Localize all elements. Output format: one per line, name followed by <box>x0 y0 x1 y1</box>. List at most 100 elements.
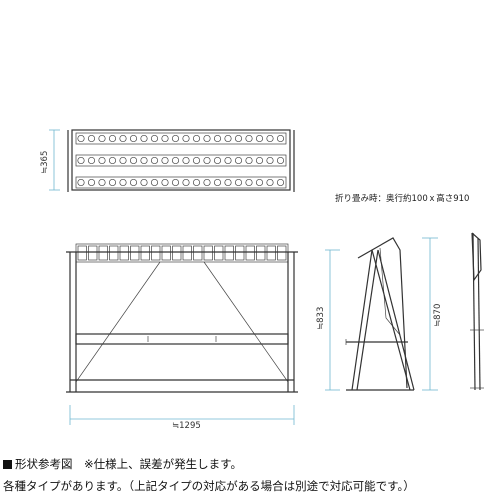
front-slot <box>277 245 287 261</box>
umbrella-slot <box>161 134 169 143</box>
front-slot <box>140 245 150 261</box>
umbrella-slot <box>87 178 96 187</box>
front-slot <box>214 245 224 261</box>
umbrella-slot <box>276 134 285 143</box>
umbrella-slot <box>224 134 232 143</box>
folding-note: 折り畳み時：奥行約100ｘ高さ910 <box>335 194 470 204</box>
umbrella-slot <box>255 178 264 187</box>
front-slot <box>256 245 266 261</box>
umbrella-cells <box>77 134 285 187</box>
umbrella-slot <box>98 178 106 187</box>
umbrella-slot <box>224 156 232 165</box>
umbrella-slot <box>182 178 190 187</box>
side-height-label: ≒833 <box>316 307 326 330</box>
front-umbrella-cells <box>77 245 287 261</box>
umbrella-slot <box>266 134 274 143</box>
umbrella-slot <box>192 134 201 143</box>
umbrella-slot <box>203 156 211 165</box>
side-view <box>345 237 415 391</box>
umbrella-slot <box>213 156 222 165</box>
front-slot <box>130 245 140 261</box>
front-slot <box>193 245 203 261</box>
depth-label: ≒365 <box>40 151 50 174</box>
umbrella-slot <box>77 156 85 165</box>
front-slot <box>88 245 98 261</box>
caption-line-1: 形状参考図 ※仕様上、誤差が発生します。 <box>3 456 242 472</box>
front-slot <box>161 245 171 261</box>
caption-line-2: 各種タイプがあります。（上記タイプの対応がある場合は別途で対応可能です。） <box>3 479 415 493</box>
front-view <box>66 243 298 393</box>
side-height-dimension: ≒833 <box>316 249 340 391</box>
umbrella-slot <box>245 156 253 165</box>
top-view <box>67 129 295 192</box>
umbrella-slot <box>119 134 127 143</box>
umbrella-slot <box>129 134 138 143</box>
umbrella-slot <box>161 178 169 187</box>
umbrella-slot <box>98 134 106 143</box>
umbrella-slot <box>234 134 243 143</box>
umbrella-slot <box>171 156 180 165</box>
square-bullet-icon <box>3 460 12 469</box>
umbrella-slot <box>245 134 253 143</box>
umbrella-slot <box>108 156 117 165</box>
umbrella-slot <box>150 156 159 165</box>
umbrella-slot <box>203 134 211 143</box>
umbrella-slot <box>203 178 211 187</box>
umbrella-slot <box>266 178 274 187</box>
width-label: ≒1295 <box>172 421 201 431</box>
umbrella-slot <box>161 156 169 165</box>
front-slot <box>172 245 182 261</box>
umbrella-slot <box>171 178 180 187</box>
umbrella-slot <box>108 134 117 143</box>
front-slot <box>109 245 119 261</box>
front-slot <box>245 245 255 261</box>
width-dimension: ≒1295 <box>69 405 295 431</box>
front-slot <box>266 245 276 261</box>
umbrella-slot <box>87 156 96 165</box>
umbrella-slot <box>129 156 138 165</box>
folded-height-label: ≒870 <box>433 304 443 327</box>
umbrella-slot <box>87 134 96 143</box>
umbrella-slot <box>266 156 274 165</box>
front-slot <box>151 245 161 261</box>
caption-note: ※仕様上、誤差が発生します。 <box>84 457 242 471</box>
umbrella-slot <box>77 134 85 143</box>
folded-view <box>470 232 484 391</box>
front-slot <box>224 245 234 261</box>
umbrella-slot <box>234 156 243 165</box>
umbrella-slot <box>192 156 201 165</box>
umbrella-slot <box>129 178 138 187</box>
umbrella-slot <box>150 134 159 143</box>
umbrella-slot <box>108 178 117 187</box>
front-slot <box>203 245 213 261</box>
umbrella-slot <box>140 178 148 187</box>
umbrella-slot <box>255 156 264 165</box>
umbrella-slot <box>182 134 190 143</box>
umbrella-slot <box>150 178 159 187</box>
umbrella-slot <box>234 178 243 187</box>
umbrella-slot <box>140 134 148 143</box>
front-slot <box>77 245 87 261</box>
umbrella-slot <box>192 178 201 187</box>
umbrella-slot <box>255 134 264 143</box>
umbrella-slot <box>276 178 285 187</box>
umbrella-slot <box>77 178 85 187</box>
depth-dimension: ≒365 <box>40 129 60 191</box>
umbrella-slot <box>171 134 180 143</box>
umbrella-slot <box>140 156 148 165</box>
umbrella-slot <box>182 156 190 165</box>
umbrella-slot <box>213 134 222 143</box>
front-slot <box>182 245 192 261</box>
front-slot <box>98 245 108 261</box>
umbrella-slot <box>224 178 232 187</box>
caption-title: 形状参考図 <box>15 457 73 471</box>
front-slot <box>119 245 129 261</box>
front-slot <box>235 245 245 261</box>
umbrella-slot <box>119 156 127 165</box>
umbrella-slot <box>98 156 106 165</box>
umbrella-slot <box>245 178 253 187</box>
umbrella-slot <box>119 178 127 187</box>
folded-height-dimension: ≒870 <box>422 237 443 391</box>
umbrella-slot <box>213 178 222 187</box>
